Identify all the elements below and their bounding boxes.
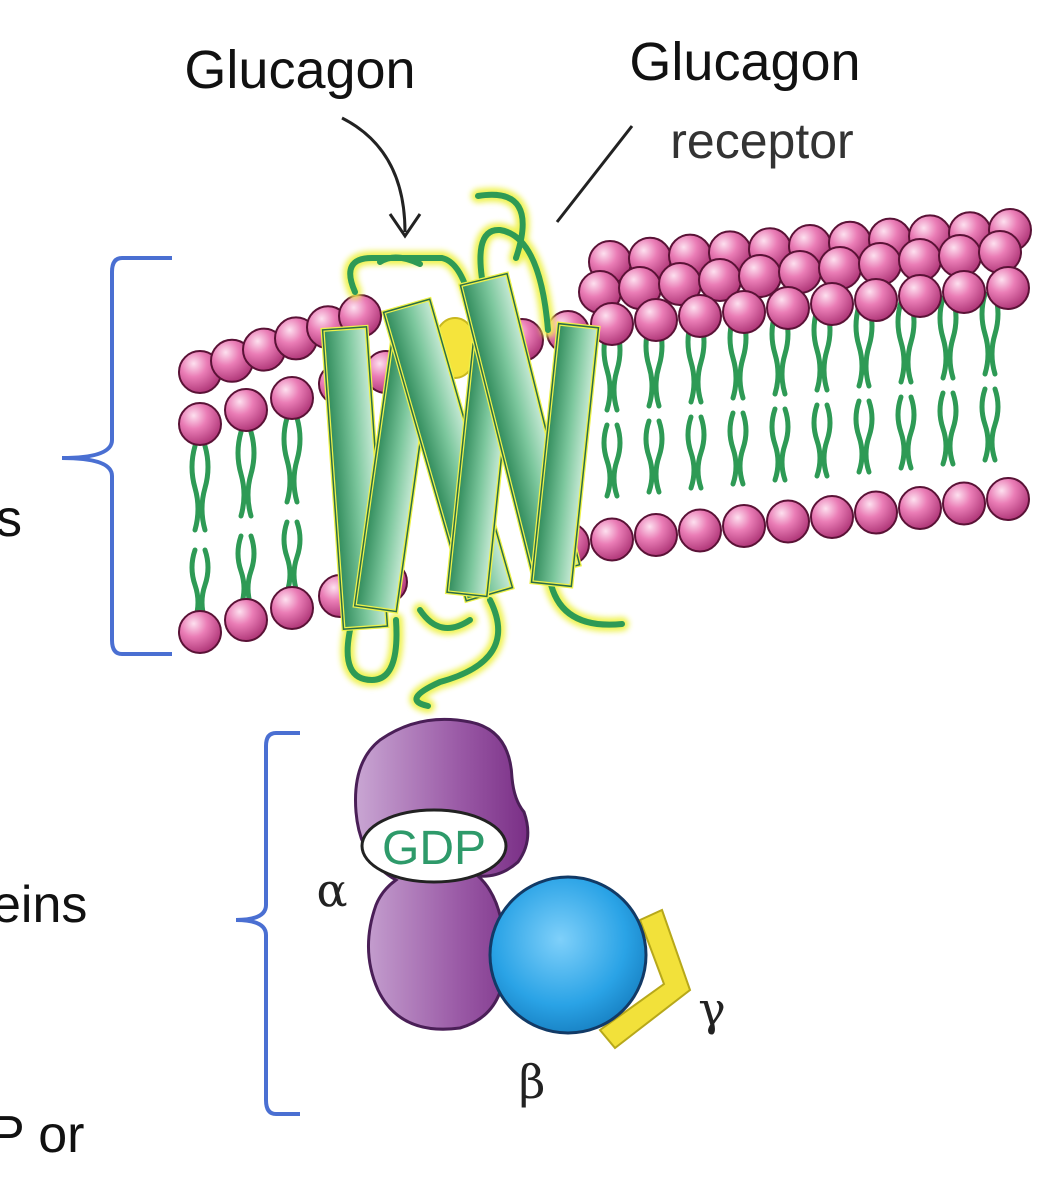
helix-outline bbox=[530, 322, 600, 588]
lipid-tail bbox=[779, 406, 791, 483]
lipid-tail bbox=[863, 398, 875, 475]
lipid-headgroup bbox=[722, 504, 766, 548]
lipid-tail bbox=[245, 533, 257, 609]
lipid-tail bbox=[947, 390, 959, 467]
lipid-tail bbox=[235, 533, 247, 609]
gamma-subunit bbox=[598, 908, 692, 1050]
lipid-tail bbox=[685, 414, 697, 491]
lipid-headgroup bbox=[898, 486, 942, 530]
lipid-tail bbox=[281, 415, 293, 505]
alpha-label: α bbox=[316, 863, 347, 917]
beta-subunit bbox=[488, 875, 648, 1035]
lipid-tails bbox=[189, 291, 1001, 623]
lipid-tail bbox=[601, 422, 613, 499]
lipid-headgroup bbox=[810, 495, 854, 539]
lipid-tail bbox=[291, 415, 303, 505]
cut-off-label-proteins: eins bbox=[0, 876, 87, 934]
lipid-headgroup bbox=[766, 286, 810, 330]
lipid-tail bbox=[769, 406, 781, 483]
glucagon-label: Glucagon bbox=[184, 40, 415, 100]
lipid-tail bbox=[905, 394, 917, 471]
lipid-tail bbox=[189, 443, 201, 533]
lipid-headgroup bbox=[978, 230, 1022, 274]
glucagon-receptor bbox=[320, 187, 629, 713]
lipid-tail bbox=[199, 443, 211, 533]
lipid-headgroup bbox=[678, 508, 722, 553]
lipid-tail bbox=[895, 394, 907, 471]
lipid-tail bbox=[653, 418, 665, 495]
lipid-headgroup bbox=[634, 298, 678, 342]
lipid-tail bbox=[769, 311, 781, 397]
lipid-tail bbox=[937, 390, 949, 467]
lipid-tail bbox=[979, 291, 991, 377]
lipid-headgroup bbox=[942, 481, 986, 526]
g-protein-bracket bbox=[235, 731, 300, 1116]
lipid-tail bbox=[737, 410, 749, 487]
lipid-tail bbox=[853, 303, 865, 389]
lipid-headgroup bbox=[942, 270, 986, 314]
lipid-tail bbox=[643, 418, 655, 495]
receptor-pointer-line bbox=[555, 125, 634, 223]
lipid-bilayer bbox=[178, 208, 1032, 654]
lipid-headgroup bbox=[854, 278, 898, 322]
lipid-headgroup bbox=[810, 282, 854, 326]
lipid-headgroup bbox=[986, 477, 1030, 521]
lipid-tail bbox=[937, 295, 949, 381]
glucagon-arrow bbox=[341, 116, 422, 239]
lipid-headgroup bbox=[818, 246, 862, 290]
lipid-tail bbox=[199, 547, 211, 623]
lipid-tail bbox=[245, 429, 257, 519]
lipid-headgroup bbox=[722, 290, 766, 334]
lipid-headgroup bbox=[270, 586, 314, 630]
lipid-headgroup bbox=[898, 274, 942, 318]
lipid-tail bbox=[811, 307, 823, 393]
lipid-headgroup bbox=[178, 402, 222, 446]
lipid-tail bbox=[235, 429, 247, 519]
lipid-tail bbox=[281, 519, 293, 595]
cut-off-label-bottom: P or bbox=[0, 1106, 84, 1164]
g-protein: GDP α β γ bbox=[316, 717, 726, 1109]
lipid-headgroup bbox=[634, 513, 678, 557]
lipid-headgroup bbox=[986, 266, 1030, 310]
cut-off-label-membrane: s bbox=[0, 490, 22, 548]
lipid-tail bbox=[895, 299, 907, 385]
lipid-headgroup bbox=[678, 294, 722, 338]
helix bbox=[529, 321, 601, 589]
transmembrane-helices bbox=[320, 271, 601, 632]
lipid-tail bbox=[979, 386, 991, 463]
beta-label: β bbox=[519, 1055, 546, 1109]
lipid-tail bbox=[811, 402, 823, 479]
lipid-headgroup bbox=[270, 376, 314, 420]
lipid-headgroup bbox=[224, 598, 268, 642]
glucagon-receptor-label-line2: receptor bbox=[670, 113, 853, 169]
lipid-headgroup bbox=[224, 388, 268, 432]
lipid-tail bbox=[821, 402, 833, 479]
lipid-tail bbox=[853, 398, 865, 475]
gamma-label: γ bbox=[698, 982, 726, 1036]
glucagon-receptor-label-line1: Glucagon bbox=[629, 32, 860, 92]
lipid-headgroup bbox=[178, 610, 222, 654]
lipid-headgroup bbox=[590, 302, 634, 346]
lipid-tail bbox=[611, 422, 623, 499]
lipid-headgroup bbox=[590, 517, 634, 562]
gdp-label: GDP bbox=[382, 822, 486, 875]
lipid-tail bbox=[695, 414, 707, 491]
membrane-bracket bbox=[61, 256, 172, 656]
lipid-tail bbox=[727, 410, 739, 487]
lipid-tail bbox=[727, 315, 739, 401]
lipid-headgroup bbox=[766, 499, 810, 544]
gdp-badge bbox=[360, 808, 508, 884]
lipid-tail bbox=[291, 519, 303, 595]
lipid-headgroup bbox=[854, 490, 898, 535]
lipid-tail bbox=[189, 547, 201, 623]
lipid-tail bbox=[989, 386, 1001, 463]
